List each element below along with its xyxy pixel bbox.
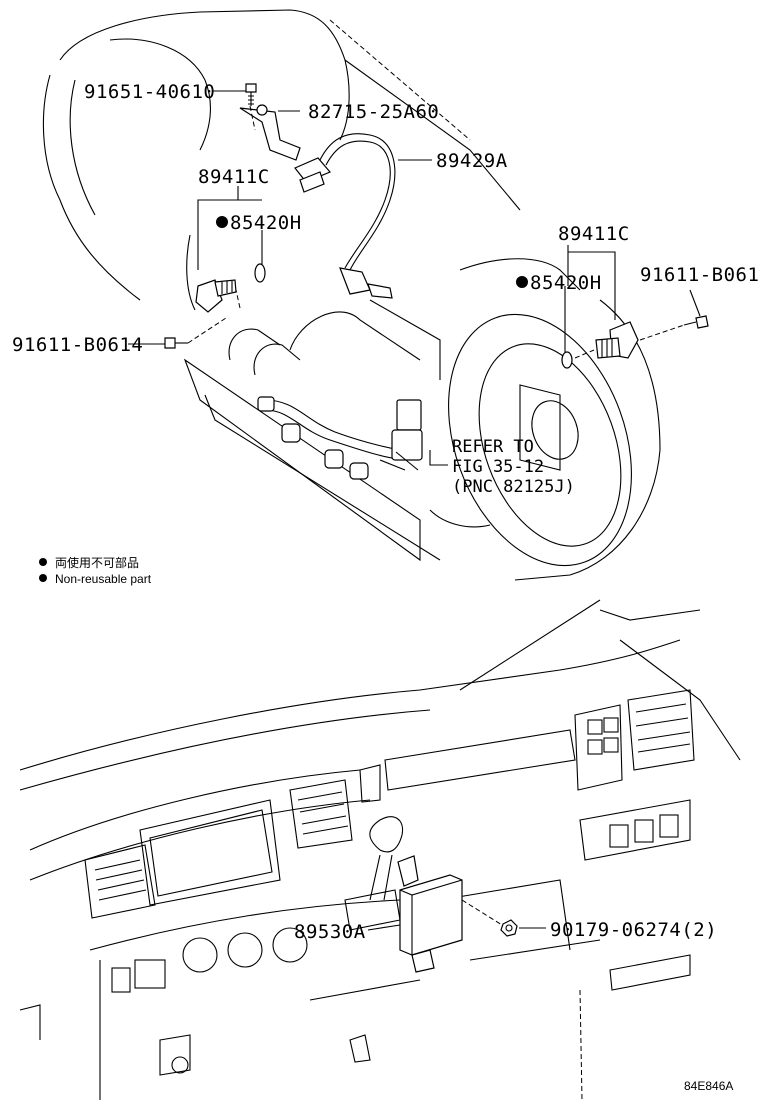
label-nut: 90179-06274(2) [550, 919, 717, 941]
label-ecu: 89530A [294, 921, 366, 943]
bolt-right-part [683, 315, 709, 329]
legend-dot-en [39, 574, 47, 582]
leader-lines-upper [128, 90, 701, 352]
refer-line-1: REFER TO [452, 437, 534, 457]
label-bracket: 82715-25A60 [308, 101, 439, 123]
figure-id: 84E846A [684, 1079, 733, 1093]
legend-en: Non-reusable part [55, 572, 152, 586]
leader-lines-lower [367, 899, 583, 1101]
label-oring-right: 85420H [530, 272, 602, 294]
label-bolt-top: 91651-40610 [84, 81, 215, 103]
label-sensor-left: 89411C [198, 166, 270, 188]
label-oring-left: 85420H [230, 212, 302, 234]
bolt-top-part [245, 83, 257, 106]
non-reusable-mark-left [216, 216, 228, 228]
bolt-left-part [164, 337, 188, 349]
label-bolt-left: 91611-B0614 [12, 334, 143, 356]
bracket-part [239, 104, 301, 161]
legend-jp: 両使用不可部品 [55, 555, 139, 570]
sensor-left-part [195, 263, 266, 313]
harness-part [294, 133, 396, 299]
non-reusable-mark-right [516, 276, 528, 288]
label-sensor-right: 89411C [558, 223, 630, 245]
dashboard-illustration [19, 599, 741, 1100]
legend-dot-jp [39, 558, 47, 566]
nut-part [500, 919, 518, 937]
label-harness: 89429A [436, 150, 508, 172]
ecu-part [397, 855, 463, 973]
transmission-illustration [42, 9, 661, 581]
refer-line-2: FIG 35-12 [452, 457, 544, 477]
refer-line-3: (PNC 82125J) [452, 477, 575, 497]
sensor-right-part [561, 321, 639, 369]
label-bolt-right: 91611-B0614 [640, 264, 760, 286]
dashed-axis-lines [187, 105, 685, 359]
